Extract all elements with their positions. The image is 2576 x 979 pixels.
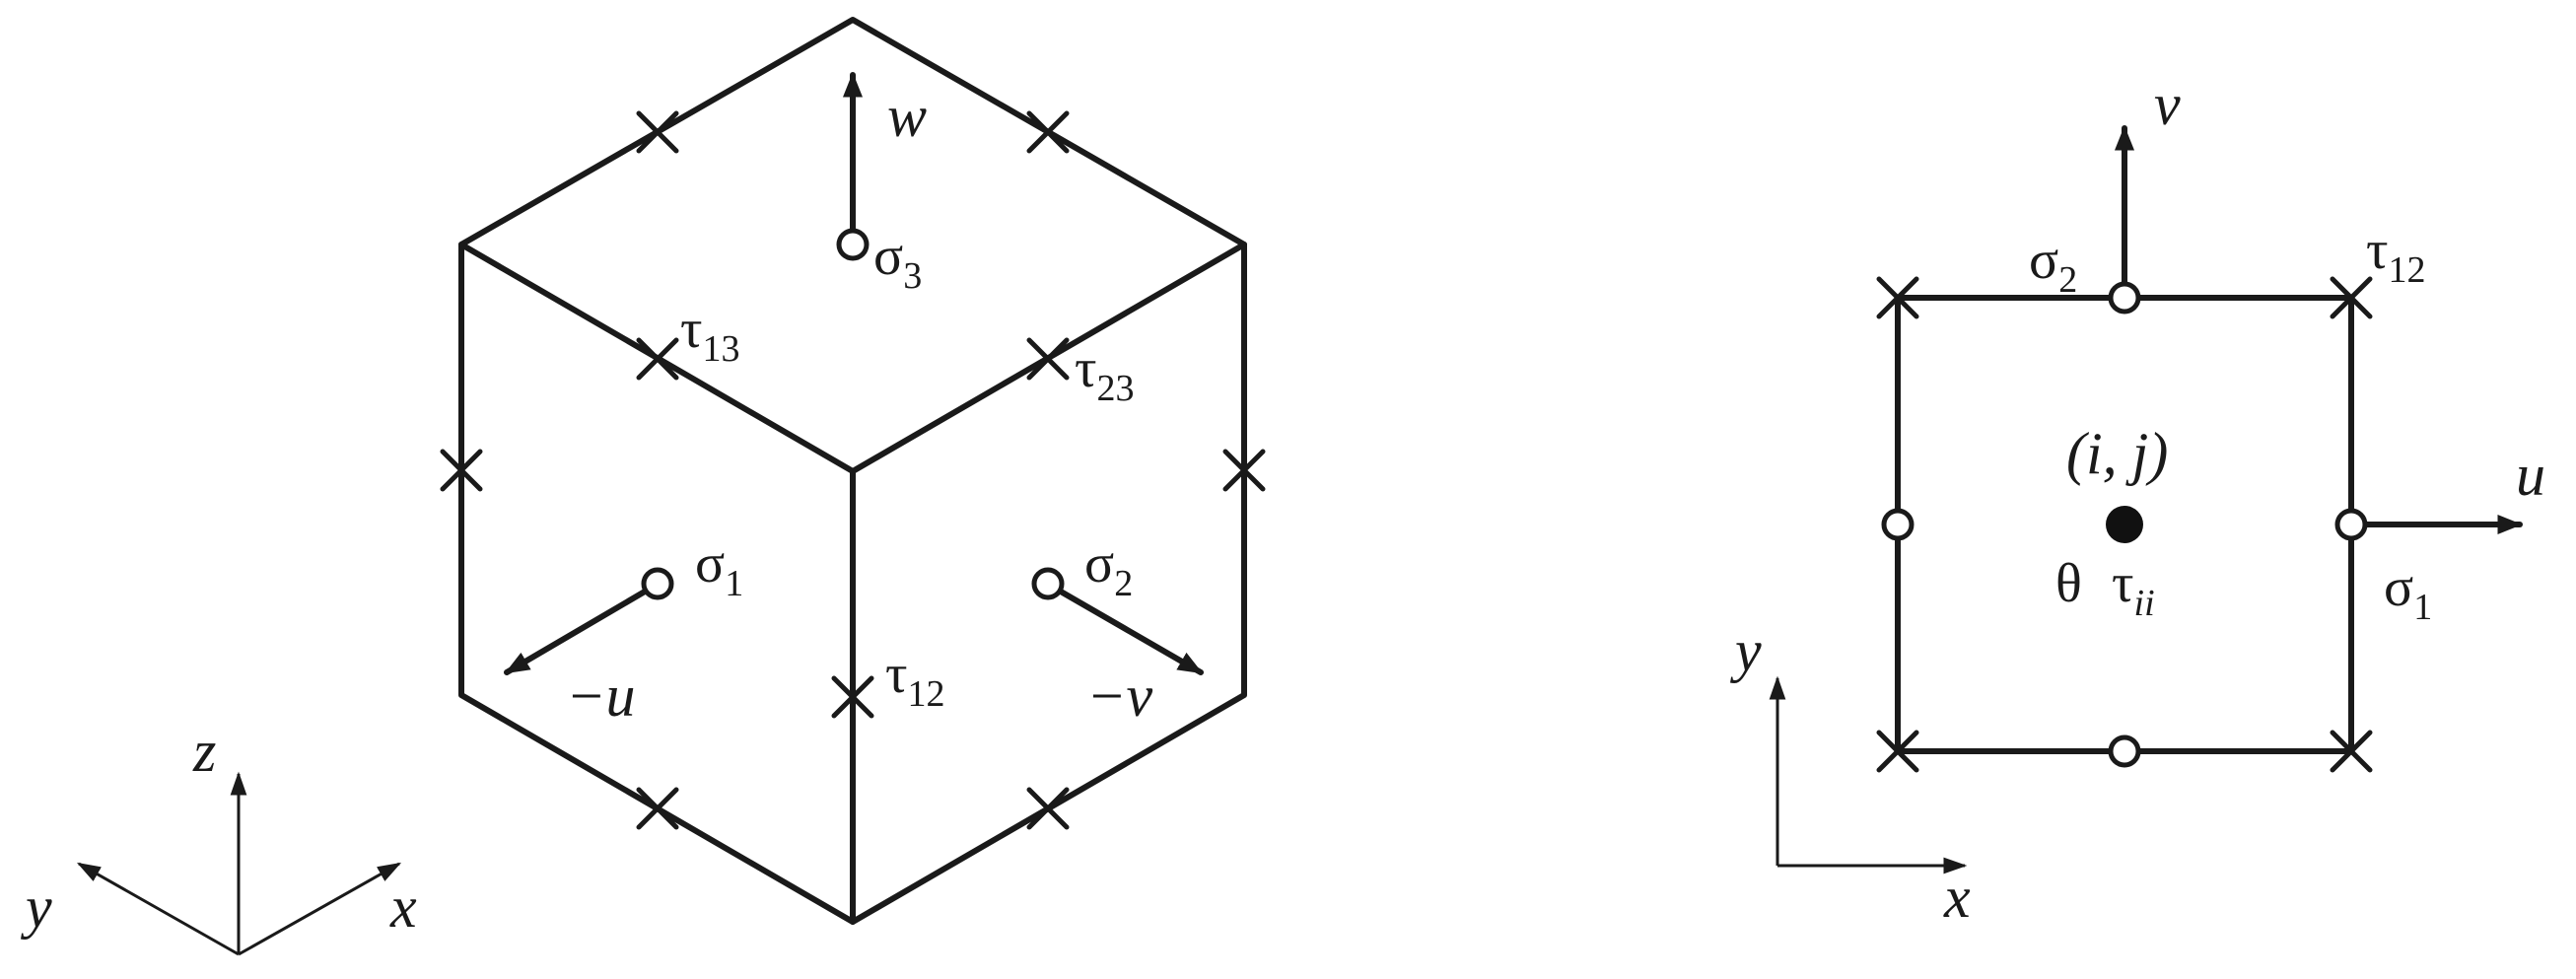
cross-marker	[1222, 449, 1266, 492]
tau12-label: τ12	[885, 644, 945, 715]
cross-marker	[636, 787, 679, 830]
sigma2-node	[1031, 567, 1065, 600]
sigma2-label: σ2	[1084, 533, 1133, 604]
sigma3-label: σ3	[873, 226, 922, 297]
x-axis-label: x	[389, 874, 417, 940]
cross-marker	[1026, 110, 1070, 154]
cross-marker	[2330, 730, 2373, 773]
cube-axes: z y x	[20, 719, 417, 956]
cross-marker	[2330, 276, 2373, 319]
cube-shear-nodes	[440, 110, 1266, 830]
sigma1-node-left	[1881, 508, 1915, 541]
sigma1-node	[641, 567, 674, 600]
minus-u-label: −u	[566, 664, 636, 729]
minus-v-label: −v	[1086, 664, 1152, 729]
w-label: w	[887, 84, 927, 149]
cross-marker	[831, 675, 874, 719]
cross-marker	[1026, 787, 1070, 830]
sigma2-node-bottom	[2108, 734, 2141, 768]
cross-marker	[636, 110, 679, 154]
tau12-label: τ12	[2366, 220, 2426, 291]
cross-marker	[1026, 337, 1070, 381]
minus-u-arrow	[504, 589, 648, 675]
x-axis	[238, 862, 402, 956]
minus-v-arrow	[1058, 589, 1204, 675]
sigma1-node-right	[2334, 508, 2368, 541]
theta-label: θ	[2055, 553, 2082, 614]
v-label: v	[2154, 72, 2181, 137]
u-label: u	[2516, 443, 2545, 508]
cross-marker	[636, 337, 679, 381]
sigma1-label: σ1	[2384, 557, 2432, 628]
center-node	[2106, 506, 2143, 543]
tau23-label: τ23	[1075, 338, 1135, 409]
grid-cell-diagram: v σ2 τ12 (i, j) u θ τii σ1	[1876, 72, 2545, 773]
sigma2-label: σ2	[2029, 230, 2077, 301]
sigma3-node	[836, 228, 870, 261]
x-axis-label: x	[1943, 865, 1971, 930]
y-axis-label: y	[20, 874, 52, 940]
ij-label: (i, j)	[2066, 421, 2168, 486]
z-axis-label: z	[192, 719, 216, 784]
tau13-label: τ13	[680, 299, 740, 370]
cross-marker	[1876, 730, 1919, 773]
y-axis	[76, 862, 240, 956]
cross-marker	[1876, 276, 1919, 319]
y-axis-label: y	[1729, 618, 1762, 683]
cell-axes: y x	[1729, 618, 1971, 930]
tau-ii-label: τii	[2112, 553, 2155, 624]
sigma2-node-top	[2108, 281, 2141, 315]
cube-diagram: w σ3 τ13 τ23 σ1 σ2 τ12 −u −v	[440, 17, 1266, 925]
cross-marker	[440, 449, 483, 492]
cell-shear-nodes	[1876, 276, 2373, 773]
sigma1-label: σ1	[695, 533, 743, 604]
